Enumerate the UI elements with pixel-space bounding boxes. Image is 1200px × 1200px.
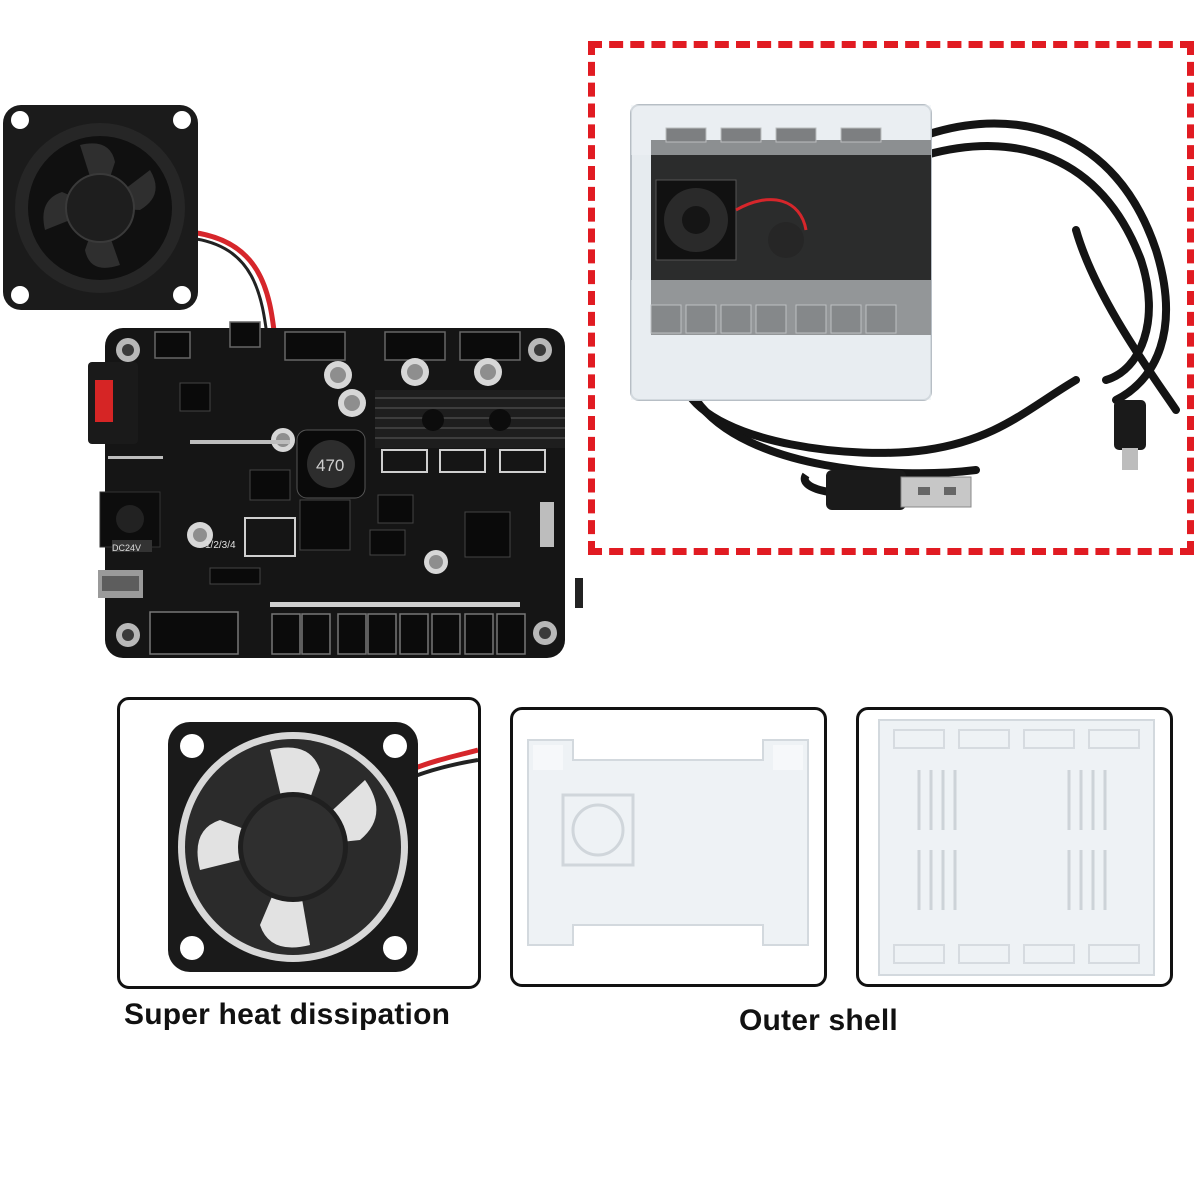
shell-side-panel	[510, 707, 827, 987]
highlight-frame	[588, 41, 1194, 555]
caption-heat-dissipation: Super heat dissipation	[124, 998, 451, 1031]
control-board-illustration: DC24V	[3, 105, 583, 658]
usb-cable-icon	[630, 104, 1180, 510]
shell-vent-icon	[878, 719, 1155, 976]
inductor-label: 470	[316, 456, 344, 475]
caption-outer-shell: Outer shell	[739, 1004, 898, 1037]
fan-icon	[3, 105, 198, 310]
fan-closeup-panel	[117, 697, 481, 989]
shell-top-panel	[856, 707, 1173, 987]
board-photo: DC24V	[0, 100, 600, 670]
cooling-fan-icon	[168, 722, 478, 972]
model-label: 1/2/3/4	[205, 540, 236, 551]
enclosure-photo	[596, 50, 1188, 548]
acrylic-shell-icon	[527, 739, 809, 946]
power-label: DC24V	[112, 543, 141, 553]
